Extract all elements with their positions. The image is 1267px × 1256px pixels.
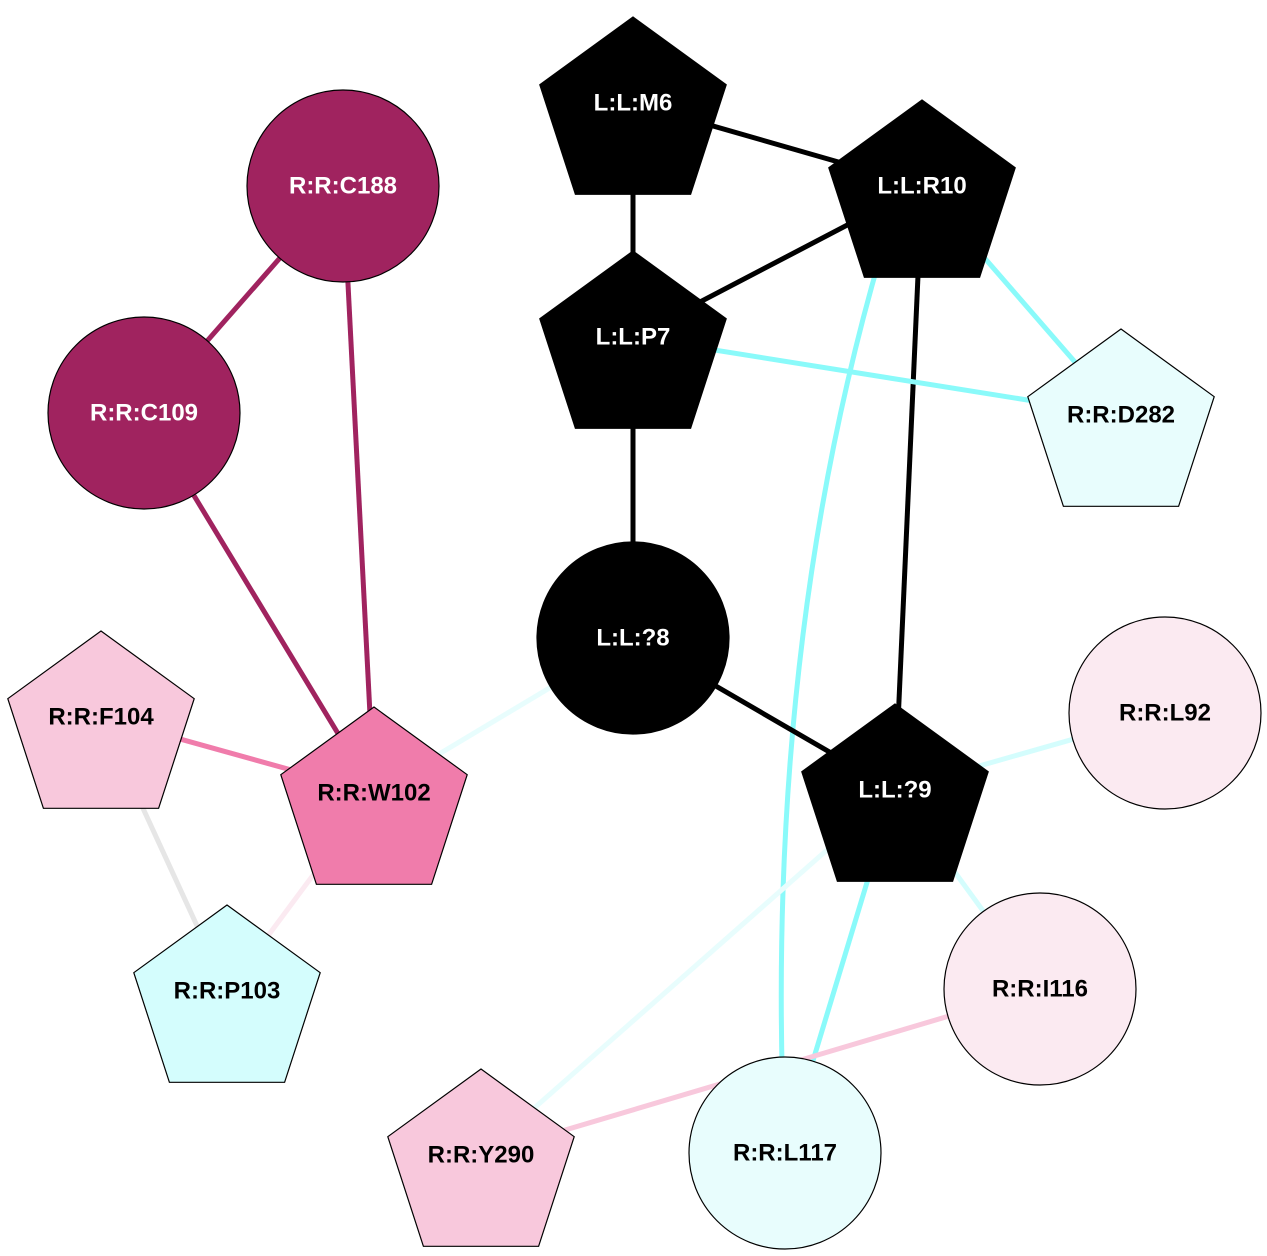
node-pentagon-shape[interactable] <box>387 1068 575 1247</box>
node-label: L:L:?8 <box>596 625 669 652</box>
node-i116[interactable]: R:R:I116 <box>943 892 1137 1086</box>
node-l92[interactable]: R:R:L92 <box>1068 616 1262 810</box>
node-f104[interactable]: R:R:F104 <box>7 630 195 809</box>
node-r10[interactable]: L:L:R10 <box>828 99 1016 278</box>
node-label: R:R:L92 <box>1119 700 1211 727</box>
node-pentagon-shape[interactable] <box>280 706 468 885</box>
node-d282[interactable]: R:R:D282 <box>1027 328 1215 507</box>
node-c188[interactable]: R:R:C188 <box>246 89 440 283</box>
node-circle-shape[interactable] <box>1068 616 1262 810</box>
node-pentagon-shape[interactable] <box>539 250 727 429</box>
node-q8[interactable]: L:L:?8 <box>536 541 730 735</box>
node-p7[interactable]: L:L:P7 <box>539 250 727 429</box>
node-label: R:R:L117 <box>733 1140 837 1167</box>
node-q9[interactable]: L:L:?9 <box>801 703 989 882</box>
node-pentagon-shape[interactable] <box>539 16 727 195</box>
node-pentagon-shape[interactable] <box>828 99 1016 278</box>
node-pentagon-shape[interactable] <box>133 904 321 1083</box>
node-p103[interactable]: R:R:P103 <box>133 904 321 1083</box>
node-label: R:R:C109 <box>90 400 198 427</box>
node-label: R:R:I116 <box>992 976 1088 1003</box>
node-label: R:R:F104 <box>48 704 154 731</box>
node-pentagon-shape[interactable] <box>7 630 195 809</box>
node-label: L:L:?9 <box>858 777 931 804</box>
node-label: R:R:W102 <box>317 780 430 807</box>
node-l117[interactable]: R:R:L117 <box>688 1056 882 1250</box>
node-circle-shape[interactable] <box>246 89 440 283</box>
node-circle-shape[interactable] <box>47 316 241 510</box>
node-c109[interactable]: R:R:C109 <box>47 316 241 510</box>
node-circle-shape[interactable] <box>943 892 1137 1086</box>
node-pentagon-shape[interactable] <box>1027 328 1215 507</box>
edge-r10-l117 <box>778 185 905 1154</box>
node-y290[interactable]: R:R:Y290 <box>387 1068 575 1247</box>
node-circle-shape[interactable] <box>688 1056 882 1250</box>
node-pentagon-shape[interactable] <box>801 703 989 882</box>
node-label: R:R:D282 <box>1067 402 1175 429</box>
node-w102[interactable]: R:R:W102 <box>280 706 468 885</box>
node-label: L:L:M6 <box>594 90 673 117</box>
node-label: R:R:Y290 <box>428 1142 535 1169</box>
node-label: R:R:P103 <box>174 978 281 1005</box>
edge-r10-q9 <box>892 185 925 791</box>
node-label: L:L:P7 <box>596 324 671 351</box>
node-circle-shape[interactable] <box>536 541 730 735</box>
node-label: L:L:R10 <box>877 173 966 200</box>
node-label: R:R:C188 <box>289 173 397 200</box>
edge-q9-y290 <box>479 788 897 1157</box>
edge-c188-w102 <box>340 185 377 794</box>
node-m6[interactable]: L:L:M6 <box>539 16 727 195</box>
